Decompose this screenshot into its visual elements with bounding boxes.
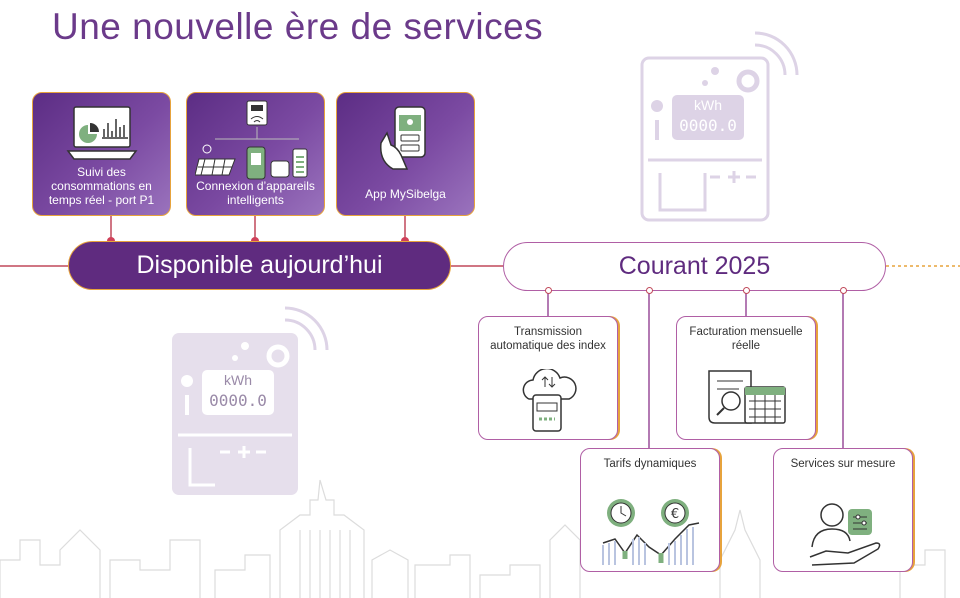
invoice-calendar-icon <box>708 370 786 424</box>
card-monthly-billing[interactable]: Facturation mensuelle réelle <box>676 316 816 440</box>
smart-meter-illustration-bottom <box>172 306 329 495</box>
card-auto-index-label: Transmission automatique des index <box>490 326 606 352</box>
connector-dot <box>646 287 653 294</box>
card-custom-services-label: Services sur mesure <box>790 458 896 470</box>
card-auto-index[interactable]: Transmission automatique des index <box>478 316 618 440</box>
courant-2025-pill: Courant 2025 <box>503 242 886 291</box>
laptop-chart-icon <box>66 106 138 160</box>
card-monthly-billing-label: Facturation mensuelle réelle <box>689 326 803 352</box>
card-dynamic-tariffs-label: Tarifs dynamiques <box>603 458 697 470</box>
svg-text:€: € <box>671 507 679 522</box>
meter-bottom-reading: 0000.0 <box>209 391 267 410</box>
clock-euro-chart-icon: € <box>602 499 700 565</box>
available-today-pill: Disponible aujourd’hui <box>68 241 451 290</box>
smart-devices-icon <box>195 100 308 180</box>
card-custom-services[interactable]: Services sur mesure <box>773 448 913 572</box>
meter-bottom-unit: kWh <box>224 372 252 388</box>
connector-dot <box>545 287 552 294</box>
card-mysibelga-label: App MySibelga <box>365 187 446 201</box>
meter-top-reading: 0000.0 <box>679 116 737 135</box>
phone-app-icon <box>380 106 426 170</box>
card-smart-devices[interactable]: Connexion d’appareils intelligents <box>186 92 325 216</box>
card-p1-port[interactable]: Suivi des consommations en temps réel - … <box>32 92 171 216</box>
card-mysibelga-app[interactable]: App MySibelga <box>336 92 475 216</box>
page-title: Une nouvelle ère de services <box>52 6 544 47</box>
card-smart-devices-label: Connexion d’appareils intelligents <box>196 179 315 207</box>
meter-top-unit: kWh <box>694 97 722 113</box>
smart-meter-illustration-top <box>640 31 799 222</box>
person-service-icon <box>809 503 881 566</box>
card-dynamic-tariffs[interactable]: Tarifs dynamiques € <box>580 448 720 572</box>
connector-dot <box>743 287 750 294</box>
cloud-meter-icon <box>522 369 577 432</box>
card-p1-label: Suivi des consommations en temps réel - … <box>48 165 155 207</box>
connector-dot <box>840 287 847 294</box>
